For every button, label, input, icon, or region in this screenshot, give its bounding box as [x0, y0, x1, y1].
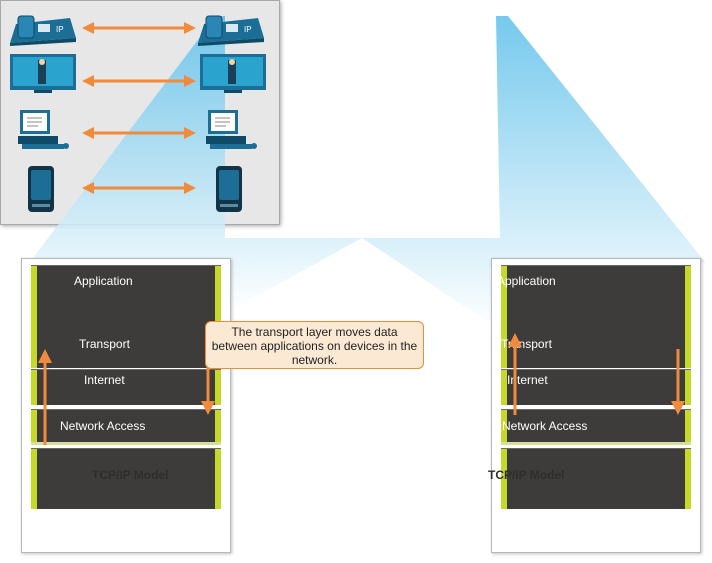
transport-label: Transport	[79, 337, 130, 351]
right-tcp-ip-stack: Application Transport Internet Network A…	[488, 258, 701, 553]
model-base-layer	[31, 448, 221, 509]
svg-text:IP: IP	[244, 25, 252, 34]
network-access-label: Network Access	[60, 419, 146, 433]
left-tcp-ip-stack: Application Transport Internet Network A…	[21, 258, 231, 553]
bidirectional-arrow-icon	[82, 182, 196, 194]
internet-layer	[501, 369, 691, 405]
svg-text:IP: IP	[56, 25, 64, 34]
model-label: TCP/IP Model	[92, 468, 169, 482]
devices-panel: IP IP	[0, 0, 280, 225]
network-access-layer	[501, 409, 691, 442]
mobile-device-icon	[216, 166, 242, 212]
internet-layer	[31, 369, 221, 405]
right-beam	[362, 16, 705, 330]
video-monitor-icon	[200, 54, 266, 93]
application-transport-layer	[31, 265, 221, 368]
internet-label: Internet	[84, 373, 125, 387]
left-beam	[30, 16, 362, 312]
video-monitor-icon	[10, 54, 76, 93]
internet-label: Internet	[507, 373, 548, 387]
up-flow-arrow-icon	[38, 349, 52, 445]
up-flow-arrow-icon	[508, 333, 522, 415]
layer-shelf	[31, 442, 221, 445]
bidirectional-arrow-icon	[82, 22, 196, 34]
network-access-layer	[31, 409, 221, 442]
application-label: Application	[497, 274, 556, 288]
model-label: TCP/IP Model	[488, 468, 565, 482]
ip-phone-icon: IP	[198, 15, 264, 46]
layer-shelf	[501, 442, 691, 445]
down-flow-arrow-icon	[671, 349, 685, 415]
application-transport-layer	[501, 265, 691, 368]
desktop-computer-icon	[18, 110, 69, 149]
ip-phone-icon: IP	[10, 15, 76, 46]
model-base-layer	[501, 448, 691, 509]
network-access-label: Network Access	[502, 419, 588, 433]
desktop-computer-icon	[206, 110, 257, 149]
bidirectional-arrow-icon	[82, 75, 196, 87]
bidirectional-arrow-icon	[82, 127, 196, 139]
transport-layer-callout: The transport layer moves data between a…	[205, 321, 424, 369]
mobile-device-icon	[28, 166, 54, 212]
application-label: Application	[74, 274, 133, 288]
